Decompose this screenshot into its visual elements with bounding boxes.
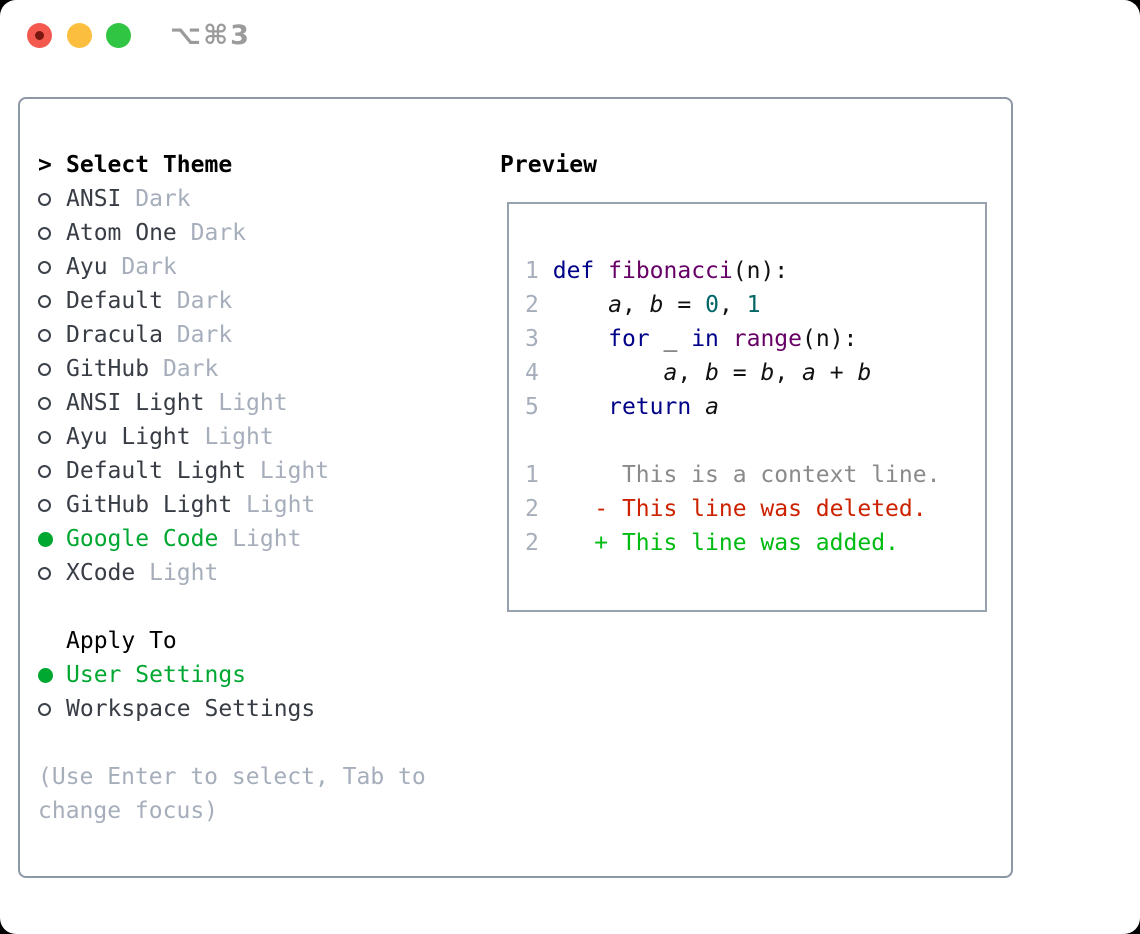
theme-option-google-code[interactable]: Google Code Light — [38, 522, 483, 556]
theme-option-text: Default Dark — [66, 288, 233, 314]
theme-option-text: ANSI Dark — [66, 186, 191, 212]
code-line: 3 for _ in range(n): — [525, 326, 858, 352]
theme-option-atom-one[interactable]: Atom One Dark — [38, 216, 483, 250]
theme-option-ansi-light[interactable]: ANSI Light Light — [38, 386, 483, 420]
close-modified-dot-icon — [35, 31, 44, 40]
apply-to-header: Apply To — [38, 624, 483, 658]
theme-option-text: XCode Light — [66, 560, 219, 586]
theme-option-text: Ayu Light Light — [66, 424, 274, 450]
code-line: 4 a, b = b, a + b — [525, 360, 872, 386]
radio-icon — [38, 260, 51, 274]
preview-title: Preview — [500, 152, 597, 178]
close-button[interactable] — [27, 23, 52, 48]
radio-selected-icon — [38, 667, 53, 683]
apply-option-user-settings[interactable]: User Settings — [38, 658, 483, 692]
theme-option-ansi[interactable]: ANSI Dark — [38, 182, 483, 216]
radio-icon — [38, 396, 51, 410]
theme-option-text: GitHub Dark — [66, 356, 219, 382]
code-line: 5 return a — [525, 394, 719, 420]
theme-option-text: GitHub Light Light — [66, 492, 316, 518]
code-line: 1 def fibonacci(n): — [525, 258, 789, 284]
theme-option-text: Atom One Dark — [66, 220, 247, 246]
zoom-button[interactable] — [106, 23, 131, 48]
theme-option-github-light[interactable]: GitHub Light Light — [38, 488, 483, 522]
title-bar: ⌥⌘3 — [0, 0, 1140, 70]
theme-option-ayu[interactable]: Ayu Dark — [38, 250, 483, 284]
keyboard-hint: (Use Enter to select, Tab to change focu… — [38, 764, 426, 824]
theme-option-text: Google Code Light — [66, 526, 302, 552]
diff-preview: 1 This is a context line. 2 - This line w… — [525, 458, 985, 560]
theme-option-text: Default Light Light — [66, 458, 330, 484]
diff-line-deleted: 2 - This line was deleted. — [525, 496, 927, 522]
apply-option-workspace-settings[interactable]: Workspace Settings — [38, 692, 483, 726]
theme-option-github[interactable]: GitHub Dark — [38, 352, 483, 386]
radio-icon — [38, 294, 51, 308]
radio-icon — [38, 702, 51, 716]
code-line: 2 a, b = 0, 1 — [525, 292, 761, 318]
theme-option-default[interactable]: Default Dark — [38, 284, 483, 318]
radio-icon — [38, 498, 51, 512]
apply-option-text: Workspace Settings — [66, 696, 316, 722]
theme-option-default-light[interactable]: Default Light Light — [38, 454, 483, 488]
theme-option-text: Ayu Dark — [66, 254, 177, 280]
radio-icon — [38, 192, 51, 206]
theme-option-text: Dracula Dark — [66, 322, 233, 348]
radio-icon — [38, 566, 51, 580]
radio-selected-icon — [38, 531, 53, 547]
radio-icon — [38, 464, 51, 478]
spacer — [38, 726, 483, 760]
code-preview: 1 def fibonacci(n): 2 a, b = 0, 1 3 for _ … — [525, 254, 985, 424]
select-theme-header: > Select Theme — [38, 148, 483, 182]
diff-line-added: 2 + This line was added. — [525, 530, 899, 556]
radio-icon — [38, 328, 51, 342]
theme-option-text: ANSI Light Light — [66, 390, 288, 416]
spacer — [525, 424, 985, 458]
radio-icon — [38, 430, 51, 444]
window-title: ⌥⌘3 — [170, 20, 251, 51]
apply-to-title: Apply To — [66, 628, 177, 654]
prompt-caret-icon: > — [38, 152, 52, 178]
diff-line-context: 1 This is a context line. — [525, 462, 941, 488]
radio-icon — [38, 226, 51, 240]
radio-icon — [38, 362, 51, 376]
apply-option-text: User Settings — [66, 662, 247, 688]
select-theme-title: Select Theme — [66, 152, 233, 178]
spacer — [38, 590, 483, 624]
theme-option-ayu-light[interactable]: Ayu Light Light — [38, 420, 483, 454]
theme-option-xcode[interactable]: XCode Light — [38, 556, 483, 590]
preview-box: 1 def fibonacci(n): 2 a, b = 0, 1 3 for _ … — [507, 202, 987, 612]
minimize-button[interactable] — [67, 23, 92, 48]
theme-option-dracula[interactable]: Dracula Dark — [38, 318, 483, 352]
